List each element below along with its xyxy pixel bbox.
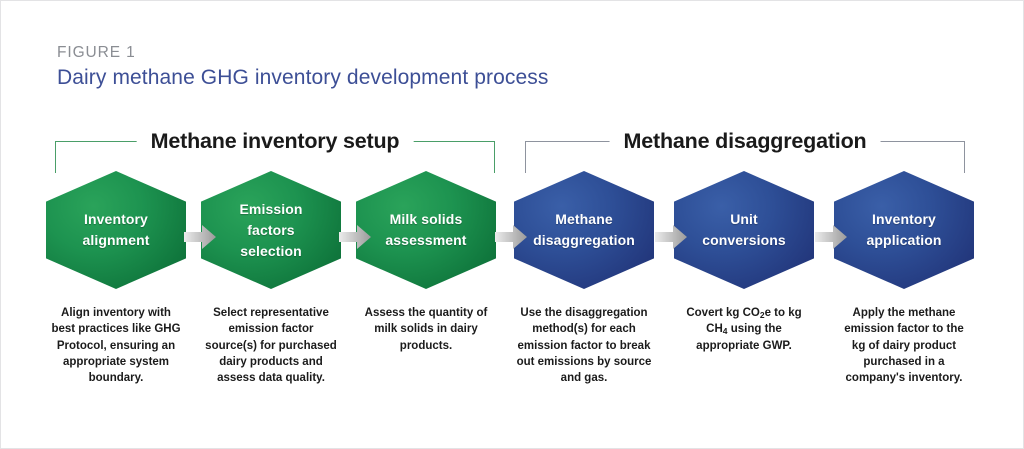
figure-title: Dairy methane GHG inventory development … bbox=[57, 66, 549, 89]
hexagon-unit-conversions[interactable]: Unit conversions bbox=[674, 171, 814, 289]
hexagon-label-line: disaggregation bbox=[533, 232, 635, 248]
hexagon-label: Emission factors selection bbox=[201, 171, 341, 289]
hexagon-label-line: alignment bbox=[82, 232, 150, 248]
hexagon-label-line: Inventory bbox=[84, 211, 148, 227]
hexagon-milk-solids-assessment[interactable]: Milk solids assessment bbox=[356, 171, 496, 289]
hexagon-label-line: assessment bbox=[385, 232, 467, 248]
arrow-right-icon bbox=[655, 225, 687, 249]
hexagon-label: Inventory application bbox=[834, 171, 974, 289]
arrow-right-icon bbox=[339, 225, 371, 249]
hexagon-label-line: factors bbox=[247, 221, 295, 238]
group-methane-inventory-setup: Methane inventory setup bbox=[55, 129, 495, 173]
arrow-right-icon bbox=[495, 225, 527, 249]
group-title-methane-disaggregation: Methane disaggregation bbox=[609, 129, 881, 154]
hexagon-label-line: selection bbox=[240, 242, 302, 259]
hexagon-label-line: Unit bbox=[730, 211, 758, 227]
arrow-right-icon bbox=[184, 225, 216, 249]
hexagon-label-line: application bbox=[866, 232, 942, 248]
hexagon-label: Milk solids assessment bbox=[356, 171, 496, 289]
stage-caption: Use the disaggregation method(s) for eac… bbox=[516, 307, 652, 385]
hexagon-emission-factors-selection[interactable]: Emission factors selection bbox=[201, 171, 341, 289]
stage-methane-disaggregation[interactable]: Methane disaggregation Use the disaggreg… bbox=[514, 171, 654, 387]
stage-caption: Align inventory with best practices like… bbox=[51, 307, 181, 385]
stage-emission-factors-selection[interactable]: Emission factors selection Select repres… bbox=[201, 171, 341, 387]
hexagon-label-line: Milk solids bbox=[389, 211, 463, 227]
hexagon-label: Methane disaggregation bbox=[514, 171, 654, 289]
stage-milk-solids-assessment[interactable]: Milk solids assessment Assess the quanti… bbox=[356, 171, 496, 354]
stage-caption: Apply the methane emission factor to the… bbox=[844, 307, 964, 385]
figure-label: FIGURE 1 bbox=[57, 44, 136, 61]
hexagon-label-line: Emission bbox=[239, 200, 303, 217]
hexagon-label-line: conversions bbox=[702, 232, 786, 248]
stage-caption: Select representative emission factor so… bbox=[205, 307, 337, 385]
hexagon-label-line: Methane bbox=[555, 211, 613, 227]
hexagon-label: Inventory alignment bbox=[46, 171, 186, 289]
stage-inventory-application[interactable]: Inventory application Apply the methane … bbox=[834, 171, 974, 387]
group-methane-disaggregation: Methane disaggregation bbox=[525, 129, 965, 173]
hexagon-methane-disaggregation[interactable]: Methane disaggregation bbox=[514, 171, 654, 289]
hexagon-inventory-application[interactable]: Inventory application bbox=[834, 171, 974, 289]
hexagon-label: Unit conversions bbox=[674, 171, 814, 289]
group-title-methane-inventory-setup: Methane inventory setup bbox=[136, 129, 414, 154]
stage-caption: Covert kg CO2e to kg CH4 using the appro… bbox=[686, 307, 802, 352]
hexagon-inventory-alignment[interactable]: Inventory alignment bbox=[46, 171, 186, 289]
arrow-right-icon bbox=[815, 225, 847, 249]
stage-unit-conversions[interactable]: Unit conversions Covert kg CO2e to kg CH… bbox=[674, 171, 814, 354]
stage-caption: Assess the quantity of milk solids in da… bbox=[364, 307, 488, 352]
stage-inventory-alignment[interactable]: Inventory alignment Align inventory with… bbox=[46, 171, 186, 387]
hexagon-label-line: Inventory bbox=[872, 211, 936, 227]
